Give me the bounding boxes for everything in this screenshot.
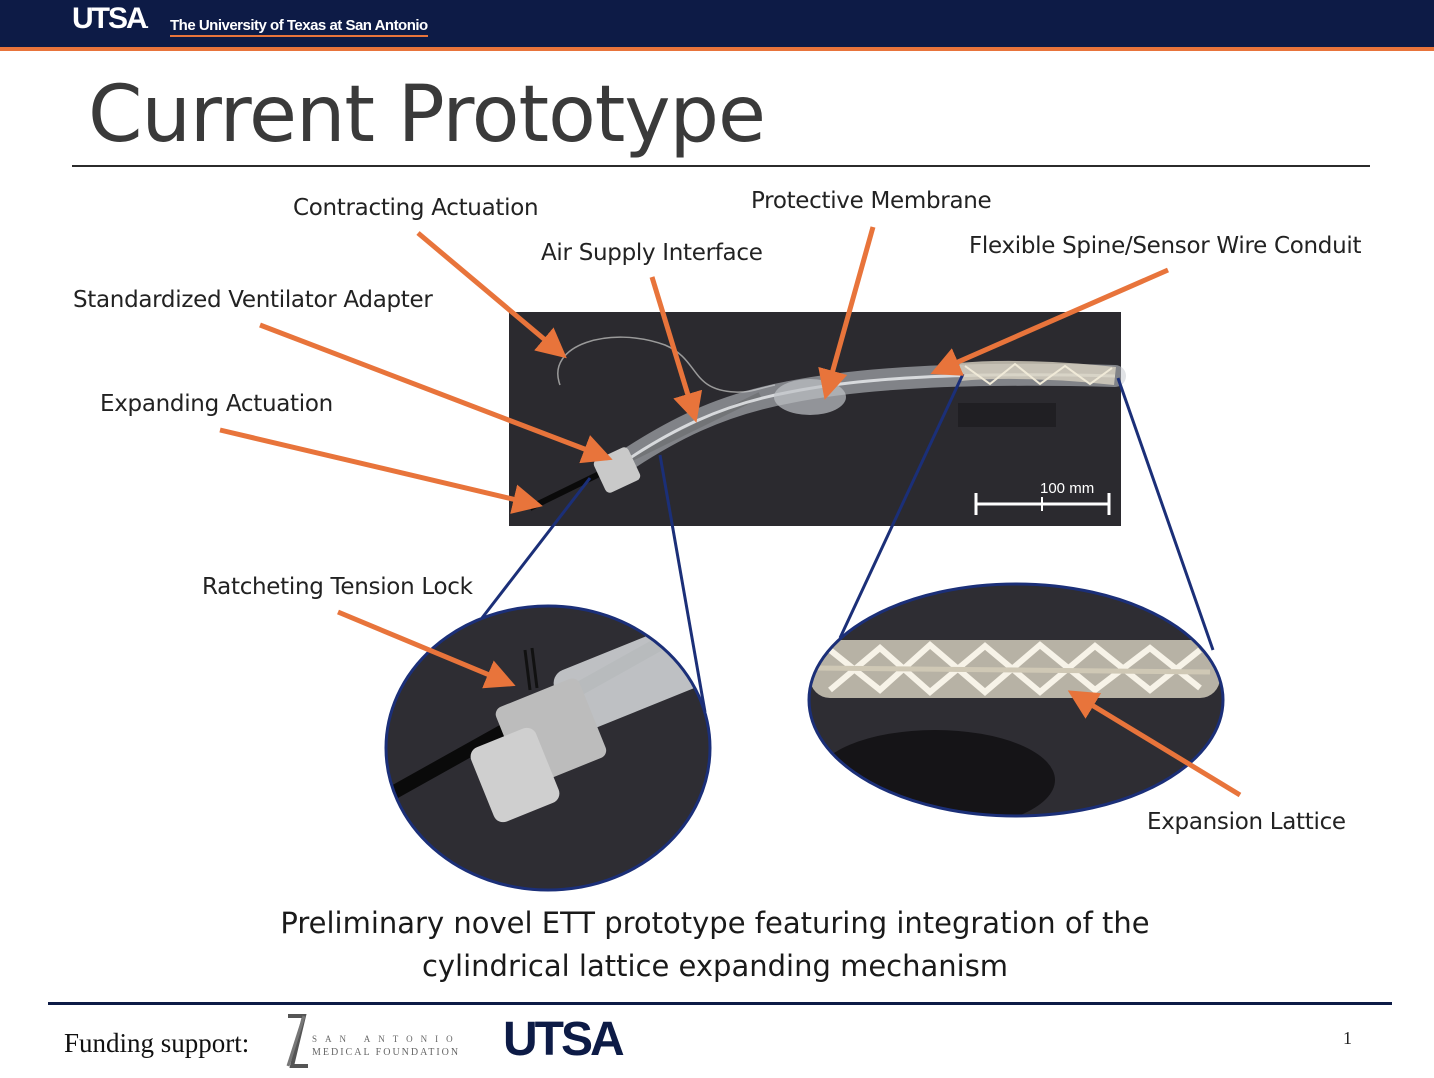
scale-bar: 100 mm — [974, 480, 1111, 515]
scale-bar-label: 100 mm — [1040, 480, 1094, 497]
utsa-header-logo: UTSA. — [72, 2, 150, 35]
label-protective-membrane: Protective Membrane — [751, 188, 992, 214]
label-expansion-lattice: Expansion Lattice — [1147, 809, 1346, 835]
page-title: Current Prototype — [88, 70, 766, 160]
caption-line-2: cylindrical lattice expanding mechanism — [421, 949, 1009, 983]
figure-caption: Preliminary novel ETT prototype featurin… — [200, 902, 1230, 988]
samf-line-1: SAN ANTONIO — [312, 1034, 461, 1044]
footer-divider — [48, 1002, 1392, 1005]
main-prototype-photo: 100 mm — [509, 312, 1126, 526]
zoom-connectors — [480, 373, 1215, 713]
samf-line-2: MEDICAL FOUNDATION — [312, 1047, 461, 1058]
label-air-supply-interface: Air Supply Interface — [541, 240, 763, 266]
label-ratcheting-tension-lock: Ratcheting Tension Lock — [202, 574, 473, 600]
label-flexible-spine: Flexible Spine/Sensor Wire Conduit — [969, 233, 1362, 259]
san-antonio-medical-foundation-logo: SAN ANTONIO MEDICAL FOUNDATION — [278, 1010, 484, 1072]
funding-support-label: Funding support: — [64, 1028, 250, 1058]
label-contracting-actuation: Contracting Actuation — [293, 195, 539, 221]
label-expanding-actuation: Expanding Actuation — [100, 391, 333, 417]
caption-line-1: Preliminary novel ETT prototype featurin… — [280, 906, 1150, 940]
header-bar: UTSA. The University of Texas at San Ant… — [0, 0, 1434, 51]
expansion-lattice-detail-photo — [807, 582, 1225, 818]
label-arrows — [219, 226, 1242, 798]
title-divider — [72, 165, 1370, 167]
label-standardized-ventilator-adapter: Standardized Ventilator Adapter — [73, 287, 433, 313]
university-tagline: The University of Texas at San Antonio — [170, 17, 428, 37]
tension-lock-detail-photo — [384, 604, 712, 892]
utsa-footer-logo: UTSA — [503, 1013, 625, 1066]
samf-emblem-icon — [286, 1014, 308, 1068]
page-number: 1 — [1343, 1028, 1352, 1048]
